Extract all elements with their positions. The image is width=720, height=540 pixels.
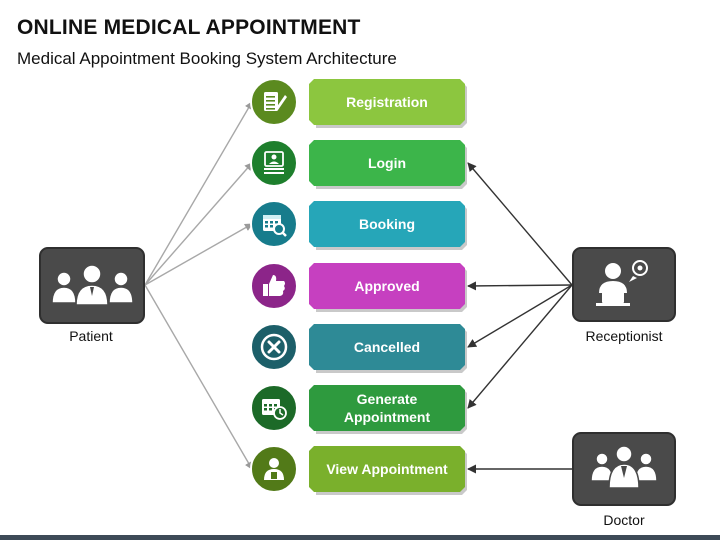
calendar-clock-icon xyxy=(262,399,287,420)
step-login[interactable]: Login xyxy=(250,139,467,189)
patient-actor[interactable] xyxy=(39,247,145,324)
receptionist-icon xyxy=(596,260,648,306)
receptionist-connector xyxy=(467,284,573,409)
patient-label: Patient xyxy=(69,328,113,344)
doctor-actor[interactable] xyxy=(572,432,676,506)
bottom-bar xyxy=(0,535,720,540)
step-box xyxy=(309,324,465,370)
calendar-search-icon xyxy=(263,215,287,237)
notepad-pen-icon xyxy=(264,92,287,111)
step-approved[interactable]: Approved xyxy=(250,262,467,312)
id-card-icon xyxy=(264,151,284,174)
step-box xyxy=(309,385,465,431)
step-booking[interactable]: Booking xyxy=(250,200,467,250)
step-box xyxy=(309,446,465,492)
page-title: ONLINE MEDICAL APPOINTMENT xyxy=(17,16,361,39)
receptionist-label: Receptionist xyxy=(585,328,662,344)
patient-group-icon xyxy=(51,264,134,306)
receptionist-actor[interactable] xyxy=(572,247,676,322)
step-label: Registration xyxy=(346,94,428,110)
step-cancelled[interactable]: Cancelled xyxy=(250,323,467,373)
patient-connector xyxy=(144,223,253,286)
step-box xyxy=(309,201,465,247)
step-label: Login xyxy=(368,155,406,171)
receptionist-connector xyxy=(467,162,573,286)
connector-lines xyxy=(144,101,573,474)
x-circle-icon xyxy=(260,333,288,361)
steps-group: RegistrationLoginBookingApprovedCancelle… xyxy=(250,78,467,495)
patient-connector xyxy=(144,284,253,470)
step-view-appointment[interactable]: View Appointment xyxy=(250,445,467,495)
page-subtitle: Medical Appointment Booking System Archi… xyxy=(17,49,397,68)
doctor-team-icon xyxy=(590,445,658,489)
thumbs-up-icon xyxy=(263,275,285,296)
doctor-label: Doctor xyxy=(603,512,645,528)
step-label: View Appointment xyxy=(326,461,448,477)
receptionist-connector xyxy=(467,281,573,291)
step-box xyxy=(309,263,465,309)
receptionist-connector xyxy=(467,284,573,348)
step-registration[interactable]: Registration xyxy=(250,78,467,128)
step-box xyxy=(309,140,465,186)
doctor-clipboard-icon xyxy=(264,458,284,480)
step-box xyxy=(309,79,465,125)
patient-connector xyxy=(144,162,253,286)
step-label: Cancelled xyxy=(354,339,420,355)
step-label: Booking xyxy=(359,216,415,232)
patient-connector xyxy=(144,101,253,286)
step-label: Approved xyxy=(354,278,419,294)
